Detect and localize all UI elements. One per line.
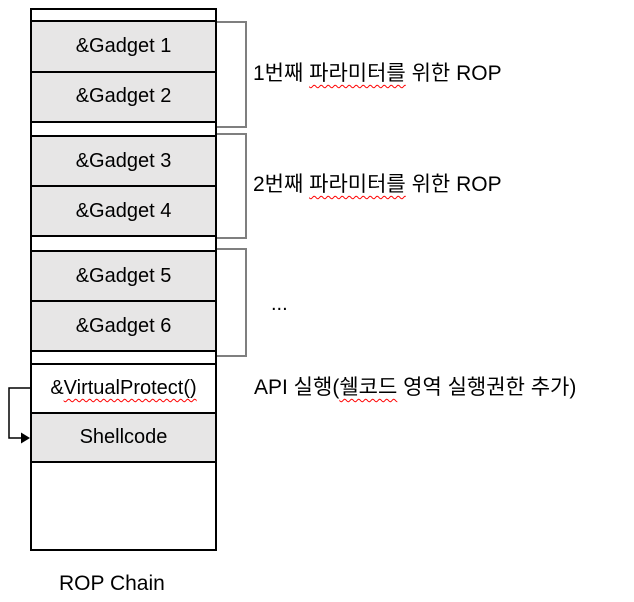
stack-cell-gadget3: &Gadget 3 (32, 137, 215, 185)
annotation-api-misspelled: 쉘코드 (339, 376, 398, 399)
stack-cell-gadget6: &Gadget 6 (32, 300, 215, 350)
api-shellcode-block: &VirtualProtect() Shellcode (30, 363, 217, 463)
annotation-rop2-after: 위한 ROP (405, 173, 502, 196)
gadget-block-1: &Gadget 1 &Gadget 2 (30, 20, 217, 123)
annotation-api-before: API 실행( (254, 376, 340, 399)
stack-caption: ROP Chain (59, 572, 165, 595)
annotation-rop-param1: 1번째 파라미터를 위한 ROP (253, 61, 502, 87)
annotation-rop2-misspelled: 파라미터를 (309, 173, 406, 196)
gadget-block-3: &Gadget 5 &Gadget 6 (30, 250, 217, 352)
stack-container: &Gadget 1 &Gadget 2 &Gadget 3 &Gadget 4 … (30, 8, 217, 551)
bracket-rop-param1 (214, 21, 247, 128)
arrow-head-icon (21, 432, 30, 444)
annotation-rop1-before: 1번째 (253, 62, 310, 85)
annotation-ellipsis: ... (271, 293, 288, 315)
annotation-api-after: 영역 실행권한 추가) (397, 376, 577, 399)
stack-cell-gadget2: &Gadget 2 (32, 70, 215, 121)
stack-cell-gadget1: &Gadget 1 (32, 22, 215, 71)
stack-cell-gadget4: &Gadget 4 (32, 185, 215, 235)
annotation-rop2-before: 2번째 (253, 173, 310, 196)
virtualprotect-misspelled: VirtualProtect() (63, 377, 197, 399)
annotation-rop1-misspelled: 파라미터를 (309, 62, 406, 85)
annotation-rop-param2: 2번째 파라미터를 위한 ROP (253, 172, 502, 198)
stack-cell-virtualprotect: &VirtualProtect() (32, 365, 215, 412)
virtualprotect-to-shellcode-arrow (8, 387, 30, 444)
bracket-rop-param2 (214, 133, 247, 239)
stack-cell-shellcode: Shellcode (32, 412, 215, 461)
gadget-block-2: &Gadget 3 &Gadget 4 (30, 135, 217, 237)
virtualprotect-prefix: & (50, 377, 64, 399)
annotation-rop1-after: 위한 ROP (405, 62, 502, 85)
bracket-rop-ellipsis (214, 248, 247, 357)
stack-cell-gadget5: &Gadget 5 (32, 252, 215, 300)
annotation-api-exec: API 실행(쉘코드 영역 실행권한 추가) (254, 375, 576, 401)
